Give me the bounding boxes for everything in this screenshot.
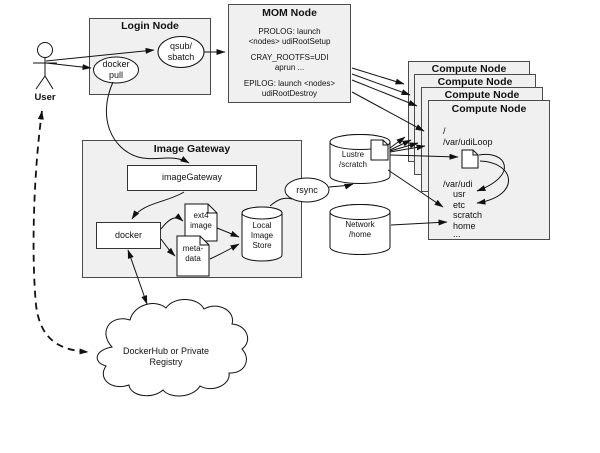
compute-fs-usr: usr xyxy=(453,189,466,199)
arrow-docker-to-registry xyxy=(127,249,148,305)
arrow-metadata-to-store xyxy=(209,243,240,260)
arrow-computedoc-to-usr xyxy=(476,153,505,192)
image-gateway-service-rect xyxy=(127,165,257,191)
registry-cloud-shape xyxy=(96,299,249,397)
docker-pull-oval xyxy=(93,56,139,84)
arrow-user-to-registry-dashed xyxy=(32,110,89,355)
ext4-image-label: ext4 image xyxy=(190,211,212,230)
arrow-rsync-to-lustre xyxy=(328,183,354,190)
compute-document-icon xyxy=(461,149,479,169)
image-gateway-title: Image Gateway xyxy=(153,143,231,155)
local-image-store-label: Local Image Store xyxy=(250,221,274,250)
arrow-mom-to-compute-2 xyxy=(351,73,411,96)
docker-label: docker xyxy=(114,230,142,240)
compute-fs-udi: /var/udi xyxy=(443,179,473,189)
compute-node-title-2: Compute Node xyxy=(437,76,513,88)
network-home-cylinder-icon xyxy=(329,204,391,255)
compute-fs-home: home xyxy=(453,221,476,231)
compute-node-title-1: Compute Node xyxy=(431,63,507,75)
compute-fs-root: / /var/udiLoop xyxy=(443,126,493,147)
compute-node-box-4 xyxy=(428,100,550,240)
arrow-docker-to-ext4 xyxy=(160,213,184,230)
local-image-store-cylinder-icon xyxy=(241,206,283,262)
compute-fs-scratch: scratch xyxy=(453,210,483,220)
network-home-label: Network /home xyxy=(345,220,375,239)
arrow-docker-pull-to-imagegateway xyxy=(105,81,190,164)
arrow-user-to-qsub xyxy=(45,47,155,62)
compute-node-title-3: Compute Node xyxy=(444,89,520,101)
arrow-lustre-to-scratch xyxy=(387,169,444,208)
mom-prolog-text: PROLOG: launch <nodes> udiRootSetup xyxy=(248,27,331,46)
lustre-label: Lustre /scratch xyxy=(338,150,367,169)
user-figure-icon xyxy=(33,42,57,90)
line-store-to-rsync xyxy=(269,197,293,207)
mom-cray-rootfs-text: CRAY_ROOTFS=UDI aprun ... xyxy=(250,53,329,72)
login-node-title: Login Node xyxy=(121,20,179,32)
arrow-ext4-to-store xyxy=(216,227,240,238)
user-label: User xyxy=(34,92,56,103)
rsync-oval xyxy=(284,177,330,203)
compute-fs-more: ... xyxy=(453,229,461,239)
rsync-label: rsync xyxy=(296,185,318,195)
arrow-mom-to-compute-1 xyxy=(351,67,405,85)
docker-pull-label: docker pull xyxy=(102,59,130,80)
arrow-lustredoc-to-compute-4 xyxy=(389,144,426,153)
compute-fs-etc: etc xyxy=(453,200,466,210)
arrow-lustredoc-to-compute-1 xyxy=(389,136,406,149)
metadata-document-icon xyxy=(176,235,210,277)
arrow-lustredoc-to-compute-2 xyxy=(389,139,412,151)
imagegateway-service-label: imageGateway xyxy=(161,172,223,182)
arrow-mom-to-compute-4 xyxy=(351,91,425,132)
arrow-imagegateway-to-docker xyxy=(131,191,185,220)
arrow-computedoc-to-etc xyxy=(476,160,509,205)
arrow-mom-to-compute-3 xyxy=(351,79,418,107)
docker-rect xyxy=(96,222,161,249)
mom-node-box xyxy=(228,4,351,103)
compute-node-title-4: Compute Node xyxy=(451,103,527,115)
qsub-sbatch-label: qsub/ sbatch xyxy=(167,41,195,62)
ext4-image-document-icon xyxy=(184,203,218,242)
arrow-network-to-home xyxy=(390,219,448,226)
arrow-lustredoc-to-computedoc xyxy=(389,153,459,160)
mom-node-title: MOM Node xyxy=(262,7,317,19)
arrow-lustredoc-to-compute-3 xyxy=(389,142,419,152)
lustre-document-icon xyxy=(370,139,389,161)
metadata-label: meta- data xyxy=(182,244,204,263)
registry-cloud-label: DockerHub or Private Registry xyxy=(122,346,210,367)
arrow-user-to-docker-pull xyxy=(45,62,92,71)
arrow-docker-to-metadata xyxy=(160,238,176,257)
mom-epilog-text: EPILOG: launch <nodes> udiRootDestroy xyxy=(243,79,336,98)
